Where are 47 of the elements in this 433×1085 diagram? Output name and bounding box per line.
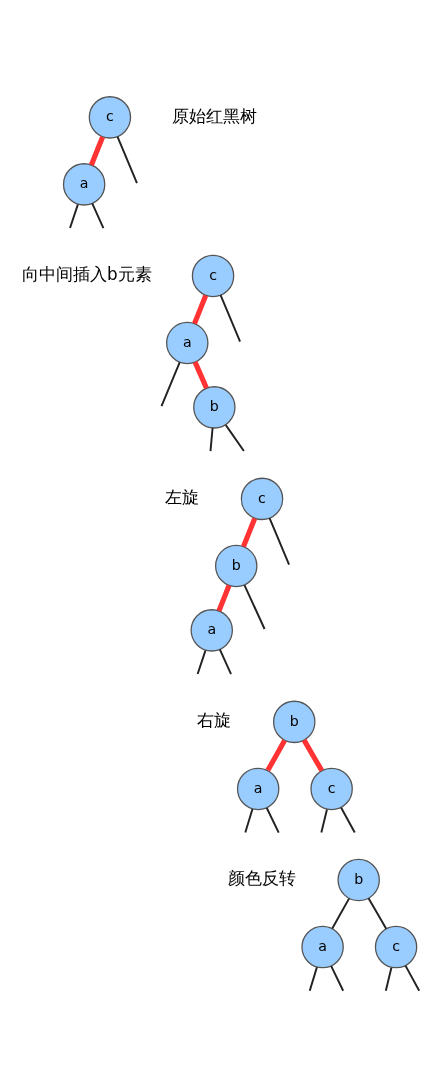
- connector: [89, 135, 105, 166]
- label: 颜色反转: [228, 867, 297, 888]
- connector: [91, 202, 105, 229]
- node-circle: a: [190, 608, 234, 652]
- connector: [192, 360, 209, 389]
- label: 左旋: [165, 486, 200, 507]
- connector: [243, 583, 266, 630]
- connector: [196, 648, 207, 675]
- connector: [244, 807, 254, 834]
- node-circle: c: [88, 95, 132, 139]
- connector: [308, 965, 318, 992]
- connector: [216, 584, 232, 612]
- connector: [192, 294, 209, 324]
- node-circle: a: [236, 767, 280, 810]
- label: 右旋: [197, 709, 232, 730]
- connector: [241, 517, 258, 547]
- node-circle: c: [310, 767, 353, 810]
- connector: [160, 360, 181, 407]
- connector: [209, 426, 214, 452]
- connector: [340, 806, 356, 834]
- node-circle: b: [214, 544, 258, 587]
- node-circle: c: [240, 477, 284, 520]
- node-circle: a: [166, 321, 209, 364]
- connector: [268, 516, 291, 565]
- connector: [384, 966, 393, 992]
- connector: [367, 896, 388, 930]
- connector: [301, 738, 324, 772]
- connector: [404, 964, 421, 992]
- connector: [330, 964, 345, 992]
- label: 向中间插入b元素: [21, 263, 152, 284]
- connector: [69, 203, 79, 229]
- node-circle: c: [374, 925, 418, 968]
- node-circle: b: [273, 700, 316, 743]
- node-circle: a: [301, 925, 344, 968]
- connector: [224, 423, 245, 452]
- node-circle: a: [62, 162, 106, 206]
- label: 原始红黑树: [171, 105, 257, 126]
- connector: [331, 897, 350, 929]
- node-circle: b: [193, 385, 236, 429]
- connector: [265, 806, 280, 834]
- connector: [218, 647, 232, 675]
- node-circle: b: [337, 858, 380, 901]
- connector: [219, 293, 242, 343]
- node-circle: c: [191, 254, 235, 297]
- connector: [320, 808, 328, 834]
- connector: [116, 135, 138, 184]
- connector: [265, 738, 287, 772]
